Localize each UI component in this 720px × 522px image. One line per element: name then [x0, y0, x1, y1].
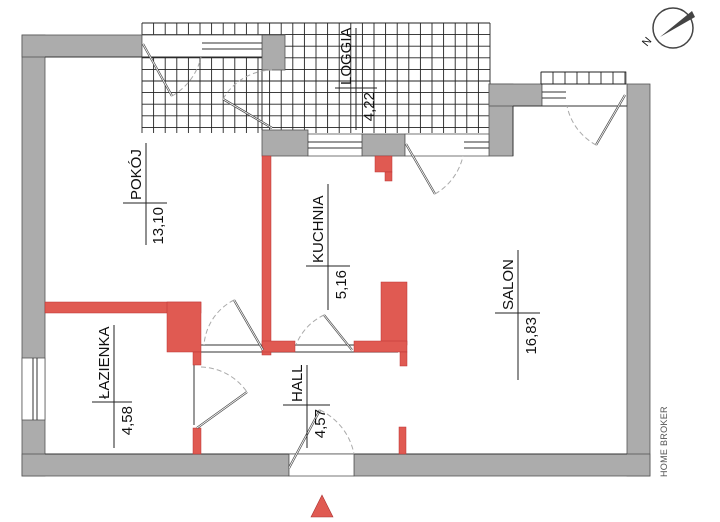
partition-walls: [44, 155, 408, 455]
room-name: POKÓJ: [128, 149, 145, 200]
balcony-tiles: [540, 71, 626, 85]
room-name: LOGGIA: [338, 27, 355, 85]
room-area: 4,57: [312, 409, 329, 438]
compass-icon: N: [640, 7, 695, 49]
room-area: 16,83: [523, 317, 540, 355]
room-label-hall: HALL 4,57: [283, 364, 330, 448]
compass-north-label: N: [640, 35, 654, 49]
room-label-kuchnia: KUCHNIA 5,16: [306, 184, 350, 310]
entrance-arrow-icon: [310, 494, 334, 518]
windows: [141, 34, 628, 157]
interior-lines: [45, 56, 627, 477]
room-label-salon: SALON 16,83: [495, 250, 540, 380]
exterior-walls: [21, 34, 651, 477]
room-label-pokoj: POKÓJ 13,10: [123, 143, 167, 245]
room-area: 4,58: [119, 406, 136, 435]
room-label-lazienka: ŁAZIENKA 4,58: [92, 325, 136, 448]
room-label-loggia: LOGGIA 4,22: [335, 27, 378, 130]
room-name: SALON: [500, 259, 517, 310]
room-area: 4,22: [361, 92, 378, 121]
room-name: HALL: [289, 364, 306, 402]
brand-watermark: HOME BROKER: [659, 406, 669, 477]
room-area: 5,16: [333, 270, 350, 299]
doors: [142, 43, 626, 469]
room-name: KUCHNIA: [310, 195, 327, 263]
room-area: 13,10: [150, 207, 167, 245]
room-name: ŁAZIENKA: [96, 326, 113, 399]
